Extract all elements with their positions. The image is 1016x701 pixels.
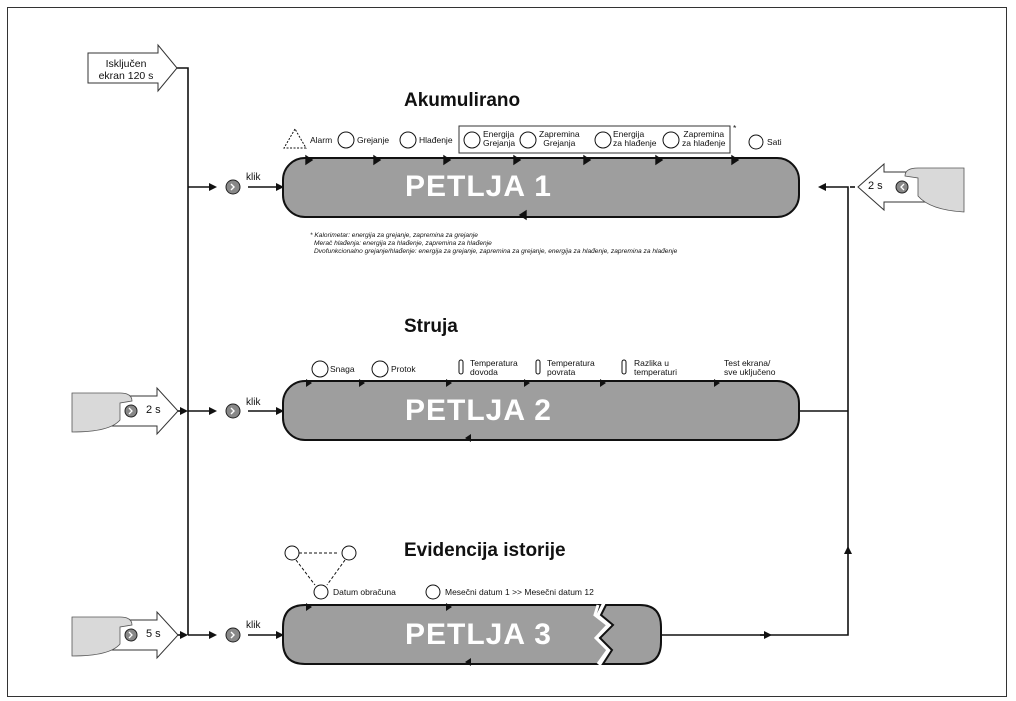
loop-2-name: PETLJA 2 [405,394,552,427]
button-press-icon [124,180,909,642]
loop-2-item-display-test: Test ekrana/ sve uključeno [724,358,776,377]
hold-label-left-bottom: 5 s [146,628,161,640]
hold-label-left-mid: 2 s [146,404,161,416]
main-flow-line [170,67,189,635]
loop-1-asterisk: * [733,123,737,133]
loop-1-item-volume-cooling: Zapremina za hlađenje [682,129,726,148]
klik-label-3: klik [246,620,261,631]
stopwatch-icon-billing [313,584,329,600]
stopwatch-icon-monthly [425,584,441,600]
heat-wave-icon-history [284,545,300,561]
klik-button-icons [225,179,241,643]
hold-label-right: 2 s [868,180,883,192]
loop-1-arrows [305,154,740,221]
return-line-3 [660,546,852,636]
footnote-line-1: * Kalorimetar: energija za grejanje, zap… [310,232,478,239]
flow-icon-rate [371,360,389,378]
start-box-arrow [87,43,178,93]
loop-2-item-temp-diff: Razlika u temperaturi [634,358,677,377]
loop-1-name: PETLJA 1 [405,170,552,203]
loop-1-item-hours: Sati [767,137,782,147]
loop-1-item-energy-heating: Energija Grejanja [483,129,516,148]
energy-group-box [458,125,731,154]
klik-label-1: klik [246,172,261,183]
loop-3-title: Evidencija istorije [404,540,566,561]
flow-icon [519,131,537,149]
loop-1-item-heating: Grejanje [357,135,390,145]
loop-2-item-return-temp: Temperatura povrata [547,358,595,377]
loop-1-title: Akumulirano [404,90,521,111]
diagram-frame [7,7,1007,697]
loop-2-item-flow: Protok [391,364,416,374]
footnote-line-2: Merač hlađenja: energija za hlađenje, za… [314,240,492,247]
snowflake-icon [399,131,417,149]
loop-2-title: Struja [404,316,458,337]
loop-3-item-monthly-dates: Mesečni datum 1 >> Mesečni datum 12 [445,587,594,597]
loop-2-item-power: Snaga [330,364,355,374]
stopwatch-icon [748,134,764,150]
loop-2-shape [282,380,800,441]
flow-icon-cooling [662,131,680,149]
loop-3-arrows [306,603,471,666]
heat-wave-icon-cooling [594,131,612,149]
heat-wave-icon-power [311,360,329,378]
flow-icon-history [341,545,357,561]
loop-1-item-alarm: Alarm [310,135,333,145]
loop-3-shape-right [598,604,662,665]
loop-1-item-cooling: Hlađenje [419,135,453,145]
return-line-1 [818,183,849,548]
thermometer-icon-return [535,359,541,375]
loop-1-shape [282,157,800,218]
heat-wave-icon [463,131,481,149]
footnote-line-3: Dvofunkcionalno grejanje/hlađenje: energ… [314,248,678,255]
loop-1-item-volume-heating: Zapremina Grejanja [539,129,580,148]
loop-1-item-energy-cooling: Energija za hlađenje [613,129,657,148]
loop-2-arrows [306,379,720,442]
flame-icon [337,131,355,149]
hand-icon [71,167,965,657]
alarm-icon [283,128,307,149]
loop-2-item-supply-temp: Temperatura dovoda [470,358,518,377]
thermometer-icon-supply [458,359,464,375]
loop-3-name: PETLJA 3 [405,618,552,651]
loop-3-item-billing-date: Datum obračuna [333,587,396,597]
klik-label-2: klik [246,397,261,408]
thermometer-icon-diff [621,359,627,375]
